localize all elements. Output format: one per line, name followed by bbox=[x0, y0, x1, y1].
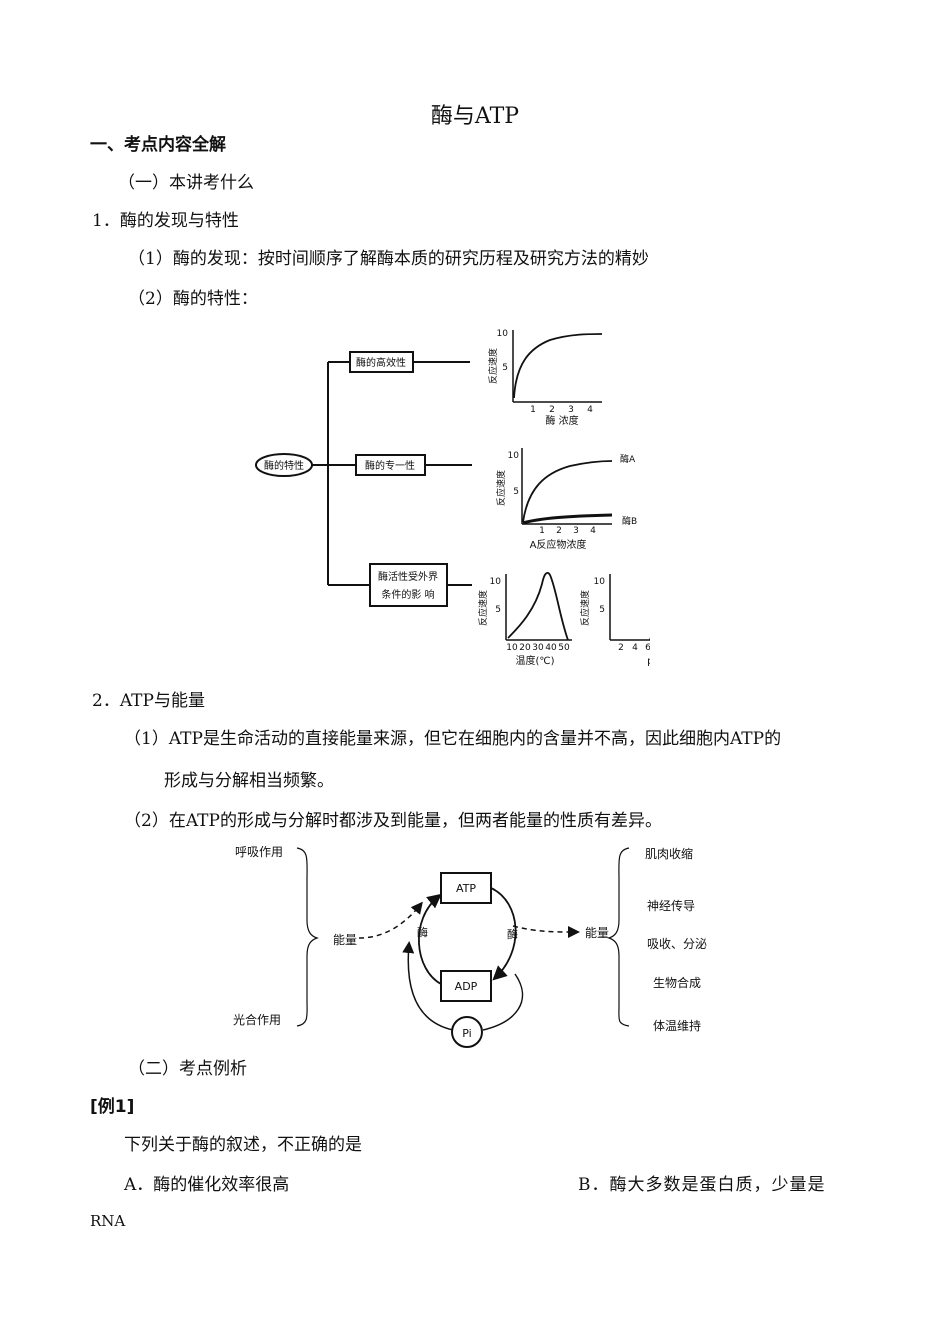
root-node bbox=[255, 453, 313, 477]
paragraph-enzyme-properties: （2）酶的特性： bbox=[128, 289, 258, 309]
graph-substrate-concentration: 10 5 1 2 3 4 A反应物浓度 反应速度 酶A 酶B bbox=[495, 448, 637, 551]
svg-text:5: 5 bbox=[495, 605, 501, 615]
svg-text:反应速度: 反应速度 bbox=[495, 470, 507, 506]
branch-label-efficiency: 酶的高效性 bbox=[356, 356, 406, 369]
svg-text:1: 1 bbox=[539, 526, 545, 536]
svg-text:3: 3 bbox=[573, 526, 579, 536]
photosynthesis-label: 光合作用 bbox=[233, 1012, 281, 1027]
respiration-label: 呼吸作用 bbox=[235, 845, 283, 859]
page-title: 酶与ATP bbox=[430, 104, 520, 129]
svg-text:40: 40 bbox=[545, 643, 557, 653]
svg-text:10: 10 bbox=[490, 577, 502, 587]
right-brace bbox=[607, 847, 630, 1027]
svg-text:2: 2 bbox=[549, 405, 555, 415]
left-brace bbox=[296, 847, 319, 1027]
energy-out-label: 能量 bbox=[585, 926, 609, 940]
atp-label: ATP bbox=[456, 882, 476, 895]
svg-text:1: 1 bbox=[530, 405, 536, 415]
graph-temperature: 10 5 10 20 30 40 50 温度(℃) 反应速度 bbox=[477, 571, 572, 667]
svg-text:5: 5 bbox=[513, 487, 519, 497]
branch-box-efficiency bbox=[349, 351, 414, 373]
svg-text:pH: pH bbox=[647, 656, 650, 667]
graph-ph: 10 5 2 4 6 8 10 pH 反应速度 bbox=[579, 574, 650, 667]
section-heading-1: 一、考点内容全解 bbox=[90, 135, 226, 155]
branch-label-conditions-2: 条件的影 响 bbox=[381, 588, 434, 601]
use-absorption: 吸收、分泌 bbox=[647, 937, 707, 951]
svg-text:5: 5 bbox=[599, 605, 605, 615]
svg-text:4: 4 bbox=[632, 643, 638, 653]
svg-text:10: 10 bbox=[594, 577, 606, 587]
svg-text:A反应物浓度: A反应物浓度 bbox=[530, 538, 587, 551]
atp-cycle-diagram: 呼吸作用 光合作用 能量 ATP ADP 酶 酶 Pi 能量 肌肉收缩 神经传导… bbox=[233, 845, 707, 1048]
option-b-continued: RNA bbox=[90, 1212, 126, 1230]
svg-text:10: 10 bbox=[506, 643, 518, 653]
graph-enzyme-concentration: 10 5 1 2 3 4 酶 浓度 反应速度 bbox=[487, 329, 603, 427]
branch-box-specificity bbox=[355, 454, 426, 476]
pi-circle bbox=[451, 1016, 483, 1048]
use-nerve: 神经传导 bbox=[647, 898, 695, 913]
svg-text:6: 6 bbox=[645, 643, 650, 653]
enzyme-properties-diagram: 酶的特性 酶的高效性 酶的专一性 酶活性受外界 条件的影 响 10 5 1 2 … bbox=[255, 329, 650, 667]
root-label: 酶的特性 bbox=[264, 459, 304, 472]
svg-text:20: 20 bbox=[519, 643, 531, 653]
svg-text:10: 10 bbox=[508, 451, 520, 461]
option-a: A．酶的催化效率很高 bbox=[124, 1175, 290, 1195]
branch-label-conditions-1: 酶活性受外界 bbox=[378, 570, 438, 583]
svg-text:5: 5 bbox=[502, 363, 508, 373]
use-muscle: 肌肉收缩 bbox=[645, 846, 693, 861]
branch-label-specificity: 酶的专一性 bbox=[365, 459, 415, 472]
svg-text:反应速度: 反应速度 bbox=[579, 590, 591, 626]
use-body-temp: 体温维持 bbox=[653, 1018, 701, 1033]
svg-text:温度(℃): 温度(℃) bbox=[515, 654, 554, 667]
adp-label: ADP bbox=[455, 980, 478, 993]
paragraph-atp-energy: （2）在ATP的形成与分解时都涉及到能量，但两者能量的性质有差异。 bbox=[124, 811, 662, 831]
item-heading-2: 2．ATP与能量 bbox=[92, 691, 205, 711]
example-label: [例1] bbox=[90, 1097, 135, 1117]
svg-text:2: 2 bbox=[618, 643, 624, 653]
svg-text:酶 浓度: 酶 浓度 bbox=[545, 414, 578, 427]
svg-text:反应速度: 反应速度 bbox=[477, 590, 489, 626]
paragraph-enzyme-discovery: （1）酶的发现：按时间顺序了解酶本质的研究历程及研究方法的精妙 bbox=[128, 249, 649, 269]
enzyme-right-label: 酶 bbox=[507, 928, 518, 941]
paragraph-atp-source-cont: 形成与分解相当频繁。 bbox=[164, 771, 334, 791]
question-stem: 下列关于酶的叙述，不正确的是 bbox=[124, 1135, 362, 1155]
option-b: B．酶大多数是蛋白质，少量是 bbox=[578, 1175, 826, 1195]
use-biosynthesis: 生物合成 bbox=[653, 975, 701, 990]
tree-connectors bbox=[312, 361, 472, 586]
enzyme-left-label: 酶 bbox=[417, 926, 428, 939]
subsection-heading-1: （一）本讲考什么 bbox=[118, 173, 254, 193]
pi-label: Pi bbox=[462, 1027, 471, 1040]
svg-text:4: 4 bbox=[587, 405, 593, 415]
svg-text:30: 30 bbox=[532, 643, 544, 653]
svg-text:酶B: 酶B bbox=[622, 515, 637, 527]
svg-text:酶A: 酶A bbox=[620, 453, 636, 465]
subsection-heading-2: （二）考点例析 bbox=[128, 1059, 247, 1079]
svg-text:4: 4 bbox=[590, 526, 596, 536]
svg-text:反应速度: 反应速度 bbox=[487, 348, 499, 384]
energy-in-label: 能量 bbox=[333, 933, 357, 947]
branch-box-conditions bbox=[369, 563, 448, 607]
svg-text:2: 2 bbox=[556, 526, 562, 536]
adp-box bbox=[440, 970, 492, 1002]
item-heading-1: 1．酶的发现与特性 bbox=[92, 211, 239, 231]
paragraph-atp-source: （1）ATP是生命活动的直接能量来源，但它在细胞内的含量并不高，因此细胞内ATP… bbox=[124, 729, 782, 749]
svg-text:3: 3 bbox=[568, 405, 574, 415]
svg-text:10: 10 bbox=[497, 329, 509, 339]
svg-text:50: 50 bbox=[558, 643, 570, 653]
